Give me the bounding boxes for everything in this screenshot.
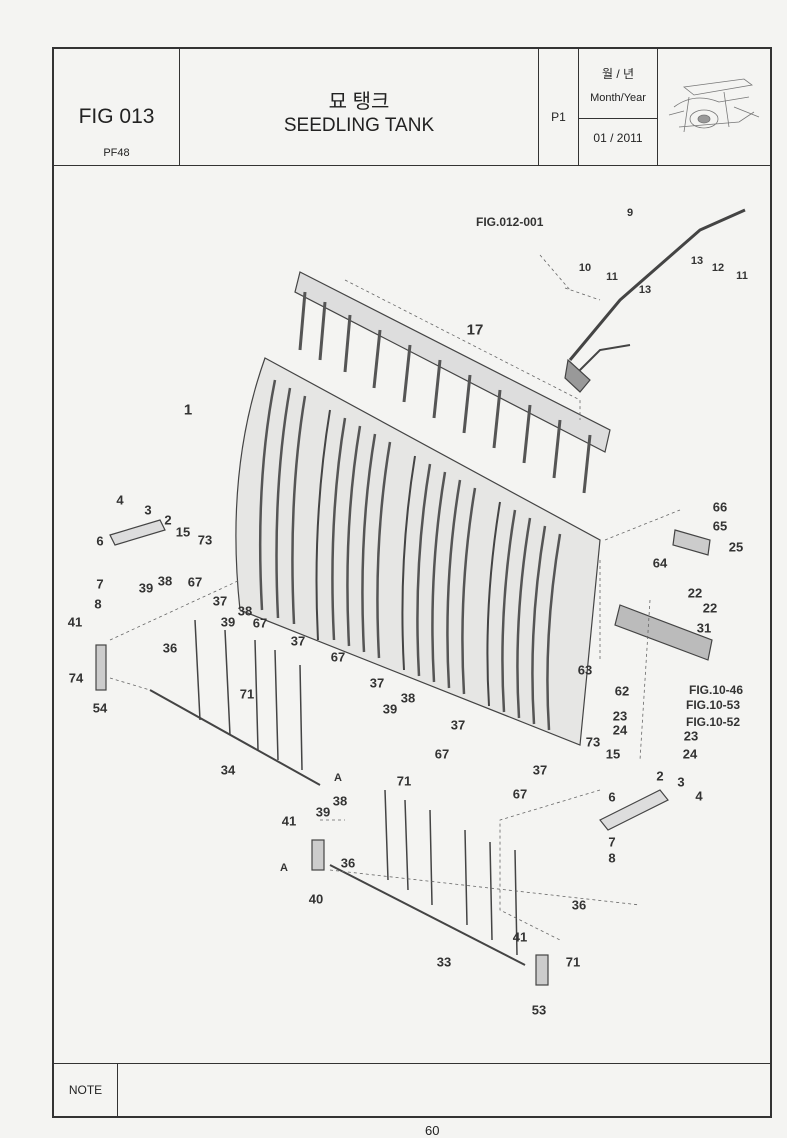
part-callout: A bbox=[334, 772, 342, 784]
date-cell: 월 / 년 Month/Year 01 / 2011 bbox=[579, 49, 658, 165]
part-callout: 38 bbox=[157, 573, 173, 589]
part-callout: 54 bbox=[92, 700, 108, 716]
part-callout: 24 bbox=[612, 722, 628, 738]
part-callout: 67 bbox=[187, 574, 203, 590]
part-callout: 67 bbox=[330, 649, 346, 665]
model-code: PF48 bbox=[103, 147, 130, 159]
part-callout: 64 bbox=[652, 555, 668, 571]
part-callout: 37 bbox=[290, 633, 306, 649]
part-callout: 38 bbox=[332, 793, 348, 809]
part-callout: 38 bbox=[237, 603, 253, 619]
part-callout: 8 bbox=[94, 596, 102, 612]
part-callout: 62 bbox=[614, 683, 630, 699]
part-callout: 38 bbox=[400, 690, 416, 706]
part-callout: 10 bbox=[578, 262, 592, 274]
part-callout: 25 bbox=[728, 539, 744, 555]
part-callout: 41 bbox=[281, 813, 297, 829]
part-callout: 73 bbox=[585, 734, 601, 750]
part-callout: 36 bbox=[162, 640, 178, 656]
part-callout: 41 bbox=[512, 929, 528, 945]
part-callout: 37 bbox=[450, 717, 466, 733]
page-number: 60 bbox=[425, 1123, 440, 1138]
part-callout: 39 bbox=[382, 701, 398, 717]
machine-thumbnail bbox=[658, 49, 770, 165]
part-callout: 66 bbox=[712, 499, 728, 515]
fig-cell: FIG 013 PF48 bbox=[54, 49, 180, 165]
part-callout: 39 bbox=[315, 804, 331, 820]
figure-reference-label: FIG.012-001 bbox=[476, 215, 544, 229]
part-callout: 73 bbox=[197, 532, 213, 548]
part-callout: 22 bbox=[702, 600, 718, 616]
part-callout: 4 bbox=[116, 492, 124, 508]
figure-reference-label: FIG.10-52 bbox=[686, 715, 741, 729]
date-value: 01 / 2011 bbox=[593, 131, 643, 145]
note-label: NOTE bbox=[54, 1064, 118, 1116]
figure-reference-label: FIG.10-53 bbox=[686, 698, 741, 712]
part-callout: 1 bbox=[183, 401, 193, 419]
part-callout: 37 bbox=[212, 593, 228, 609]
part-callout: 15 bbox=[175, 524, 191, 540]
part-callout: 11 bbox=[606, 271, 618, 283]
date-label-korean: 월 / 년 bbox=[601, 67, 635, 81]
part-callout: 23 bbox=[683, 728, 699, 744]
part-callout: 9 bbox=[626, 207, 634, 219]
part-callout: 13 bbox=[690, 255, 704, 267]
figure-reference-label: FIG.10-46 bbox=[689, 683, 744, 697]
part-callout: 22 bbox=[687, 585, 703, 601]
part-callout: 37 bbox=[532, 762, 548, 778]
part-callout: 12 bbox=[711, 262, 725, 274]
part-callout: 23 bbox=[612, 708, 628, 724]
part-callout: 31 bbox=[696, 620, 712, 636]
part-callout: 36 bbox=[571, 897, 587, 913]
note-row: NOTE bbox=[54, 1063, 770, 1116]
fig-number: FIG 013 bbox=[78, 105, 155, 128]
part-callout: 67 bbox=[434, 746, 450, 762]
title-english: SEEDLING TANK bbox=[283, 115, 435, 136]
header-block: FIG 013 PF48 묘 탱크 SEEDLING TANK P1 월 / 년… bbox=[54, 49, 770, 166]
divider bbox=[579, 118, 657, 119]
part-callout: 17 bbox=[466, 321, 484, 339]
part-callout: 33 bbox=[436, 954, 452, 970]
part-callout: 2 bbox=[656, 768, 664, 784]
part-callout: 15 bbox=[605, 746, 621, 762]
part-callout: 7 bbox=[96, 576, 104, 592]
part-callout: 6 bbox=[96, 533, 104, 549]
date-label-english: Month/Year bbox=[590, 92, 646, 104]
part-callout: 36 bbox=[340, 855, 356, 871]
part-callout: 39 bbox=[220, 614, 236, 630]
part-callout: 41 bbox=[67, 614, 83, 630]
part-callout: 53 bbox=[531, 1002, 547, 1018]
part-callout: 7 bbox=[608, 834, 616, 850]
page-label: P1 bbox=[551, 110, 566, 124]
part-callout: 3 bbox=[677, 774, 685, 790]
part-callout: 4 bbox=[695, 788, 703, 804]
part-callout: 67 bbox=[252, 615, 268, 631]
part-callout: 8 bbox=[608, 850, 616, 866]
part-callout: 71 bbox=[396, 773, 412, 789]
part-callout: 6 bbox=[608, 789, 616, 805]
part-callout: 71 bbox=[239, 686, 255, 702]
part-callout: 11 bbox=[736, 270, 748, 282]
part-callout: 65 bbox=[712, 518, 728, 534]
title-korean: 묘 탱크 bbox=[328, 91, 390, 113]
title-cell: 묘 탱크 SEEDLING TANK bbox=[180, 49, 539, 165]
page-cell: P1 bbox=[539, 49, 579, 165]
part-callout: 37 bbox=[369, 675, 385, 691]
part-callout: 39 bbox=[138, 580, 154, 596]
part-callout: 3 bbox=[144, 502, 152, 518]
part-callout: 63 bbox=[577, 662, 593, 678]
part-callout: 2 bbox=[164, 512, 172, 528]
part-callout: 74 bbox=[68, 670, 84, 686]
machine-sketch-icon bbox=[668, 78, 760, 133]
part-callout: 67 bbox=[512, 786, 528, 802]
part-callout: 13 bbox=[638, 284, 652, 296]
part-callout: 34 bbox=[220, 762, 236, 778]
part-callout: 71 bbox=[565, 954, 581, 970]
catalog-frame: FIG 013 PF48 묘 탱크 SEEDLING TANK P1 월 / 년… bbox=[52, 47, 772, 1118]
part-callout: 24 bbox=[682, 746, 698, 762]
part-callout: A bbox=[280, 862, 288, 874]
part-callout: 40 bbox=[308, 891, 324, 907]
